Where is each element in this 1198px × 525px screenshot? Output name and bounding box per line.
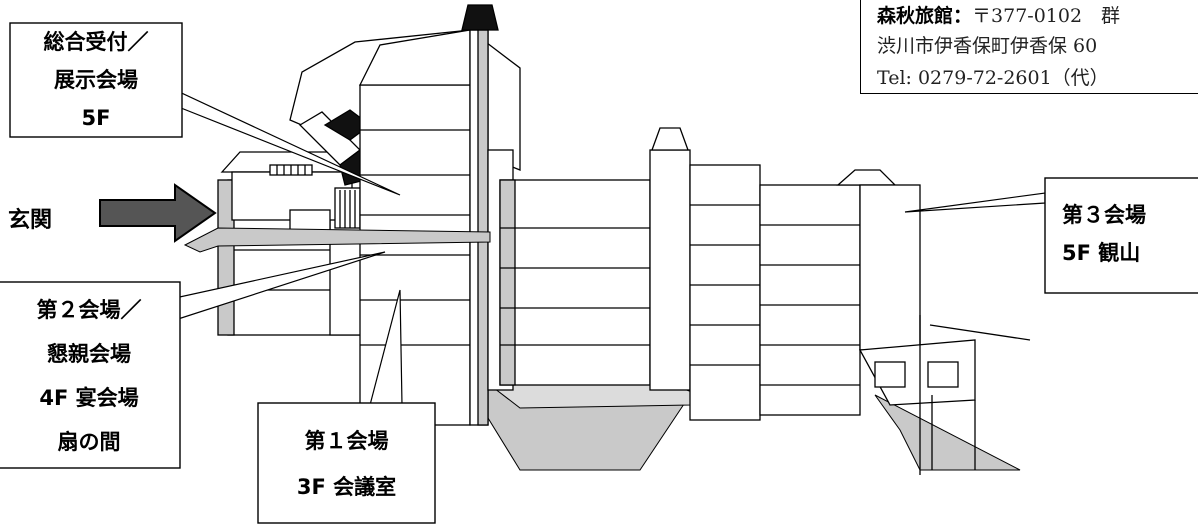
callout-box-venue2: [0, 281, 181, 469]
info-line-1: 森秋旅館：〒377-0102 群: [877, 1, 1120, 28]
callout-venue1-line1: 第１会場: [304, 429, 389, 453]
callout-venue2-line1: 第２会場／: [36, 298, 142, 322]
callout-pointers: [174, 89, 1046, 406]
entrance-walkway: [183, 227, 491, 253]
callout-reception-line1: 総合受付／: [43, 30, 149, 54]
right-wing: [759, 169, 1031, 475]
postal-code: 〒377-0102 群: [972, 5, 1121, 27]
ground-shadow-right: [874, 394, 1021, 471]
callout-venue2-line3: 4F 宴会場: [39, 386, 139, 410]
hotel-name: 森秋旅館：: [877, 5, 973, 27]
callout-venue2: 第２会場／ 懇親会場 4F 宴会場 扇の間: [0, 288, 180, 464]
middle-wing: [499, 127, 761, 421]
callout-reception: 総合受付／ 展示会場 5F: [10, 23, 182, 137]
callout-venue3-line1: 第３会場: [1062, 203, 1146, 227]
callout-venue3: 第３会場 5F 観山: [1062, 196, 1146, 272]
callout-box-venue1: [257, 402, 436, 524]
entrance-arrow-icon: [99, 183, 217, 243]
callout-venue2-line2: 懇親会場: [47, 342, 131, 366]
callout-venue3-line2: 5F 観山: [1062, 241, 1141, 265]
callout-reception-line2: 展示会場: [54, 68, 138, 92]
callout-box-venue3: [1044, 177, 1198, 294]
callout-venue1: 第１会場 3F 会議室: [258, 418, 435, 510]
pointer-venue3: [904, 192, 1046, 213]
callout-box-reception: [9, 22, 183, 138]
callout-reception-line3: 5F: [81, 106, 111, 130]
callout-venue1-line2: 3F 会議室: [296, 475, 397, 499]
info-phone: Tel: 0279-72-2601（代）: [877, 67, 1109, 89]
callout-venue2-line4: 扇の間: [57, 430, 121, 454]
entrance-label: 玄関: [8, 208, 53, 233]
main-tower: [289, 4, 521, 426]
hotel-info-box: 森秋旅館：〒377-0102 群 渋川市伊香保町伊香保 60 Tel: 0279…: [860, 0, 1198, 94]
info-address: 渋川市伊香保町伊香保 60: [877, 35, 1098, 57]
entrance-pavilion: [220, 151, 366, 233]
